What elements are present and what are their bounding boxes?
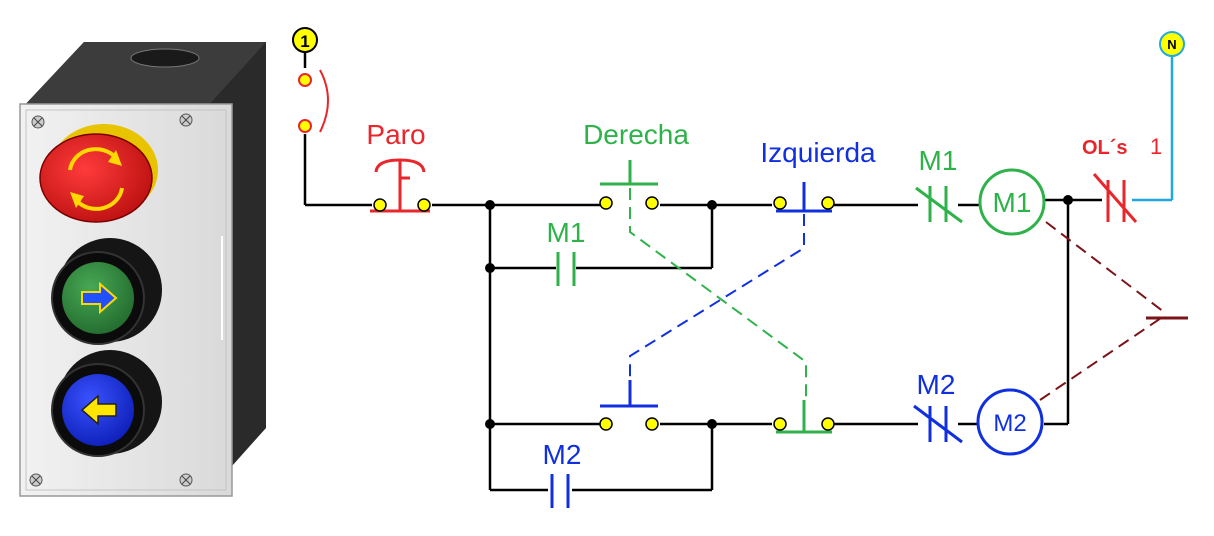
- overload-label: OL´s: [1082, 137, 1128, 159]
- junction-dots: [485, 195, 1073, 429]
- m1-interlock-contact: M1: [915, 145, 963, 224]
- right-pushbutton-nc-contact: [773, 400, 835, 434]
- terminal-neutral: N: [1159, 31, 1185, 57]
- mechanical-linkage: [629, 188, 807, 400]
- reverse-button[interactable]: [51, 350, 162, 457]
- right-pushbutton: Derecha: [583, 119, 689, 210]
- m2-interlock-label: M2: [917, 369, 956, 400]
- station-housing-top: [22, 42, 266, 108]
- main-switch: [298, 69, 329, 133]
- m1-coil-label: M1: [993, 187, 1032, 218]
- overload-number: 1: [1150, 134, 1162, 159]
- emergency-stop-button[interactable]: [39, 124, 158, 223]
- control-station: [19, 42, 266, 497]
- m2-seal-contact: M2: [543, 439, 582, 508]
- overload-linkage: [1039, 221, 1188, 401]
- m2-coil-label: M2: [993, 410, 1026, 437]
- left-pushbutton: Izquierda: [760, 137, 876, 213]
- cable-gland: [130, 48, 200, 68]
- forward-button[interactable]: [51, 238, 162, 345]
- arrow-right-icon: [81, 281, 118, 315]
- overload-relay-contact: OL´s 1: [1082, 134, 1162, 223]
- right-label: Derecha: [583, 119, 689, 150]
- stop-label: Paro: [366, 119, 425, 150]
- arrow-left-icon: [80, 394, 117, 426]
- stop-pushbutton: Paro: [366, 119, 431, 213]
- terminal-line: 1: [292, 27, 318, 53]
- m2-seal-label: M2: [543, 439, 582, 470]
- m2-coil: M2: [976, 388, 1044, 456]
- m1-interlock-label: M1: [919, 145, 958, 176]
- m1-seal-contact: M1: [547, 217, 586, 286]
- terminal-neutral-label: N: [1167, 37, 1176, 52]
- neutral-wire: [1132, 56, 1174, 202]
- left-label: Izquierda: [760, 137, 876, 168]
- terminal-line-label: 1: [300, 32, 309, 51]
- m1-seal-label: M1: [547, 217, 586, 248]
- m1-coil: M1: [978, 168, 1046, 236]
- m2-interlock-contact: M2: [913, 369, 963, 444]
- left-pushbutton-no-contact: [599, 380, 659, 431]
- rotate-arrows-icon: [68, 147, 124, 211]
- screw-icon: [29, 113, 193, 487]
